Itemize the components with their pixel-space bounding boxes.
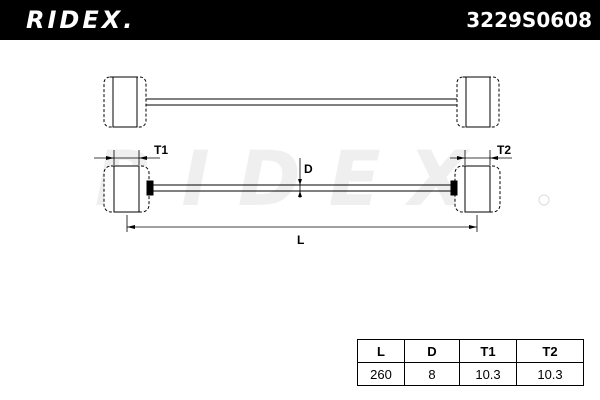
brand-logo: RIDEX.	[26, 6, 136, 34]
top-view	[103, 76, 500, 128]
left-rod-joint	[146, 180, 154, 196]
spec-header-t1: T1	[459, 339, 517, 363]
spec-value-t2: 10.3	[516, 362, 584, 386]
spec-value-row: 260 8 10.3 10.3	[357, 362, 584, 386]
dimension-arrows	[106, 156, 498, 229]
spec-table: L D T1 T2 260 8 10.3 10.3	[357, 339, 584, 386]
spec-header-l: L	[357, 339, 405, 363]
header-bar: RIDEX. 3229S0608	[0, 0, 600, 40]
top-right-bushing-core	[465, 76, 491, 128]
l-label: L	[297, 233, 304, 247]
technical-drawing: RIDEX	[94, 76, 550, 247]
right-rod-joint	[450, 180, 458, 196]
top-left-bushing	[103, 76, 147, 128]
part-number: 3229S0608	[466, 8, 592, 32]
spec-value-l: 260	[357, 362, 405, 386]
watermark-text: RIDEX	[95, 134, 495, 223]
left-bushing-core	[113, 165, 140, 213]
spec-header-row: L D T1 T2	[357, 339, 584, 363]
top-left-bushing-core	[112, 76, 138, 128]
d-label: D	[304, 162, 313, 176]
spec-header-t2: T2	[516, 339, 584, 363]
watermark-registered-icon	[538, 194, 550, 206]
t1-label: T1	[154, 143, 168, 157]
spec-value-d: 8	[404, 362, 460, 386]
spec-header-d: D	[404, 339, 460, 363]
t2-label: T2	[497, 143, 511, 157]
top-right-bushing	[456, 76, 500, 128]
spec-value-t1: 10.3	[459, 362, 517, 386]
side-view	[103, 165, 501, 213]
right-bushing-core	[464, 165, 491, 213]
